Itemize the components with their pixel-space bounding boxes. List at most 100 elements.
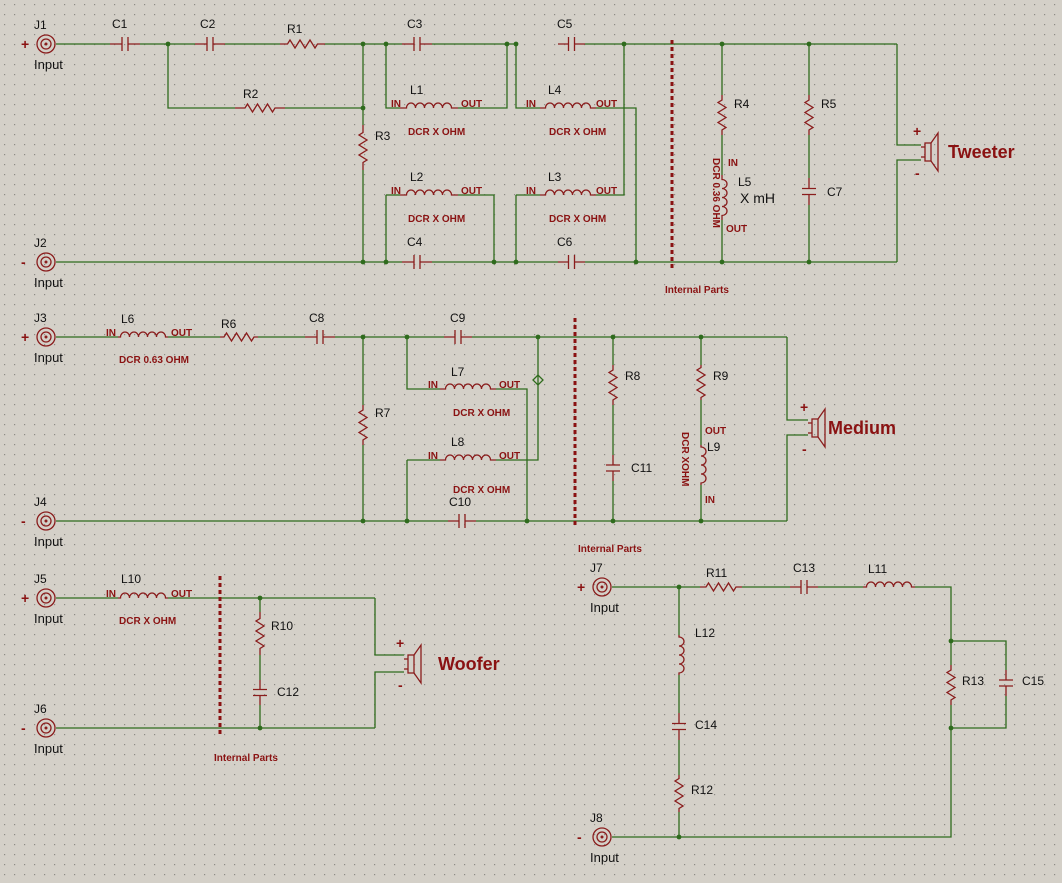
in-label: IN bbox=[526, 186, 536, 197]
speaker-minus: - bbox=[802, 441, 807, 457]
inductor bbox=[400, 189, 458, 196]
input-label: Input bbox=[34, 57, 63, 72]
ref-L10: L10 bbox=[121, 572, 141, 586]
input-jack bbox=[36, 34, 56, 54]
jack-ref: J3 bbox=[34, 311, 47, 325]
ref-C7: C7 bbox=[827, 185, 843, 199]
capacitor bbox=[195, 37, 225, 51]
input-label: Input bbox=[590, 600, 619, 615]
inductor bbox=[118, 331, 168, 338]
minus-sign: - bbox=[21, 254, 26, 270]
ref-C2: C2 bbox=[200, 17, 216, 31]
speaker-woofer bbox=[404, 642, 422, 686]
junction-dot bbox=[165, 41, 171, 47]
capacitor bbox=[790, 580, 818, 594]
junction-dot bbox=[360, 334, 366, 340]
junction-dot bbox=[360, 518, 366, 524]
wire bbox=[496, 337, 539, 461]
ref-C14: C14 bbox=[695, 718, 717, 732]
resistor bbox=[254, 612, 266, 655]
ref-L9: L9 bbox=[707, 440, 721, 454]
speaker-minus: - bbox=[915, 165, 920, 181]
jack-ref: J4 bbox=[34, 495, 47, 509]
wire bbox=[374, 671, 404, 728]
plus-sign: + bbox=[21, 36, 29, 52]
speaker-plus: + bbox=[396, 635, 404, 651]
input-label: Input bbox=[34, 534, 63, 549]
dcr-label: DCR X OHM bbox=[453, 408, 510, 419]
resistor bbox=[695, 365, 707, 400]
inductor bbox=[400, 102, 458, 109]
jack-ref: J1 bbox=[34, 18, 47, 32]
ref-R12: R12 bbox=[691, 783, 713, 797]
junction-dot bbox=[948, 725, 954, 731]
inductor bbox=[118, 592, 168, 599]
inductor bbox=[721, 175, 728, 220]
wire bbox=[406, 337, 440, 390]
components bbox=[36, 34, 1013, 847]
speaker-plus: + bbox=[800, 399, 808, 415]
dcr-label: DCR X OHM bbox=[453, 485, 510, 496]
ref-R4: R4 bbox=[734, 97, 750, 111]
resistor bbox=[945, 665, 957, 705]
inductor bbox=[540, 102, 596, 109]
in-label: IN bbox=[428, 380, 438, 391]
out-label: OUT bbox=[171, 328, 192, 339]
selection-marker bbox=[532, 374, 544, 386]
internal-parts-label: Internal Parts bbox=[665, 285, 729, 296]
capacitor bbox=[444, 330, 472, 344]
junction-dot bbox=[535, 334, 541, 340]
out-label: OUT bbox=[499, 451, 520, 462]
wire bbox=[496, 388, 528, 521]
junction-dot bbox=[404, 518, 410, 524]
input-jack bbox=[36, 327, 56, 347]
input-jack bbox=[592, 577, 612, 597]
junction-dot bbox=[360, 259, 366, 265]
dcr-label: DCR X OHM bbox=[408, 214, 465, 225]
plus-sign: + bbox=[577, 579, 585, 595]
in-label: IN bbox=[391, 186, 401, 197]
dcr-label: DCR X OHM bbox=[549, 127, 606, 138]
wires bbox=[56, 41, 1007, 840]
ref-L1: L1 bbox=[410, 83, 424, 97]
ref-R7: R7 bbox=[375, 406, 391, 420]
junction-dot bbox=[257, 725, 263, 731]
junction-dot bbox=[676, 834, 682, 840]
resistor bbox=[235, 102, 285, 114]
ref-L8: L8 bbox=[451, 435, 465, 449]
ref-R10: R10 bbox=[271, 619, 293, 633]
ref-C6: C6 bbox=[557, 235, 573, 249]
capacitor bbox=[558, 255, 585, 269]
ref-L2: L2 bbox=[410, 170, 424, 184]
wire bbox=[612, 705, 952, 838]
speaker-minus: - bbox=[398, 677, 403, 693]
wire bbox=[896, 159, 921, 262]
ref-R1: R1 bbox=[287, 22, 303, 36]
capacitor bbox=[110, 37, 140, 51]
junction-dot bbox=[719, 259, 725, 265]
inductor bbox=[540, 189, 596, 196]
ref-R3: R3 bbox=[375, 129, 391, 143]
wire bbox=[596, 107, 637, 262]
input-jack bbox=[36, 588, 56, 608]
ref-R6: R6 bbox=[221, 317, 237, 331]
resistor bbox=[280, 38, 325, 50]
ref-R5: R5 bbox=[821, 97, 837, 111]
out-label: OUT bbox=[596, 99, 617, 110]
junction-dot bbox=[719, 41, 725, 47]
in-label: IN bbox=[106, 328, 116, 339]
ref-L3: L3 bbox=[548, 170, 562, 184]
junction-dot bbox=[610, 518, 616, 524]
input-jack bbox=[36, 718, 56, 738]
dcr-label: DCR X OHM bbox=[408, 127, 465, 138]
resistor bbox=[357, 405, 369, 445]
speaker-medium bbox=[808, 406, 826, 450]
in-label: IN bbox=[526, 99, 536, 110]
wire bbox=[896, 44, 921, 146]
junction-dot bbox=[610, 334, 616, 340]
capacitor bbox=[402, 255, 432, 269]
junction-dot bbox=[633, 259, 639, 265]
